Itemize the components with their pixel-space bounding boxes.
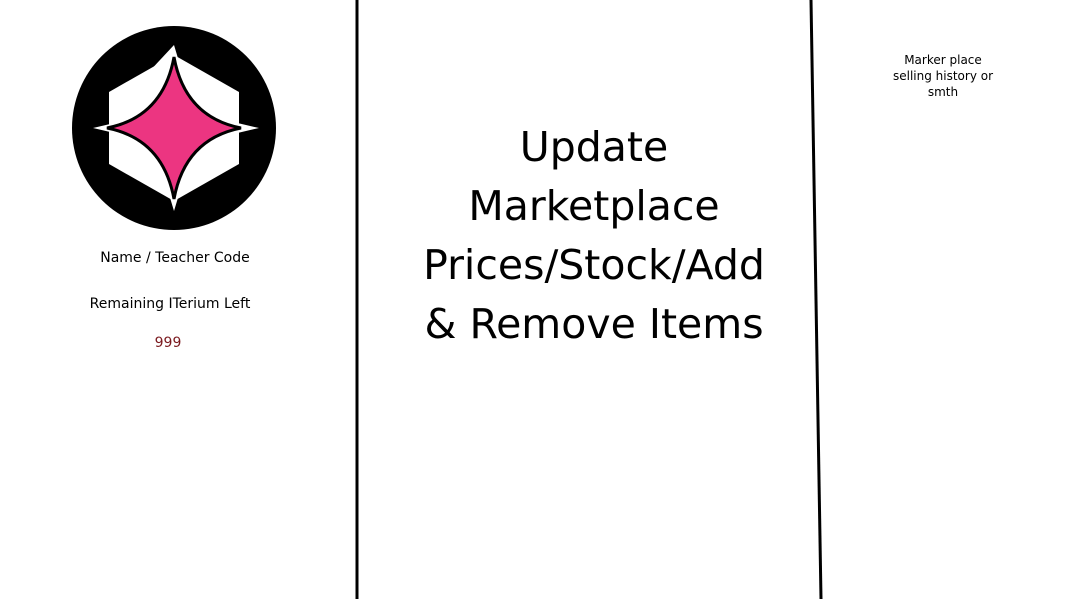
star-badge-icon [72,26,276,230]
history-note-line: selling history or [892,69,994,83]
left-column-divider [355,0,359,599]
heading-line: Update [519,123,669,171]
iterium-balance-value: 999 [154,335,182,351]
heading-line: & Remove Items [424,300,764,348]
update-marketplace-heading[interactable]: Update Marketplace Prices/Stock/Add & Re… [400,118,788,354]
marketplace-selling-history-panel: Marker place selling history or smth [883,52,1003,100]
remaining-iterium-label: Remaining ITerium Left [89,296,251,312]
history-note-line: Marker place [904,53,982,67]
name-teacher-code-label: Name / Teacher Code [100,250,250,266]
right-column-divider [809,0,823,599]
history-note-line: smth [927,85,959,99]
profile-logo [71,25,277,231]
heading-line: Prices/Stock/Add [423,241,765,289]
heading-line: Marketplace [468,182,720,230]
